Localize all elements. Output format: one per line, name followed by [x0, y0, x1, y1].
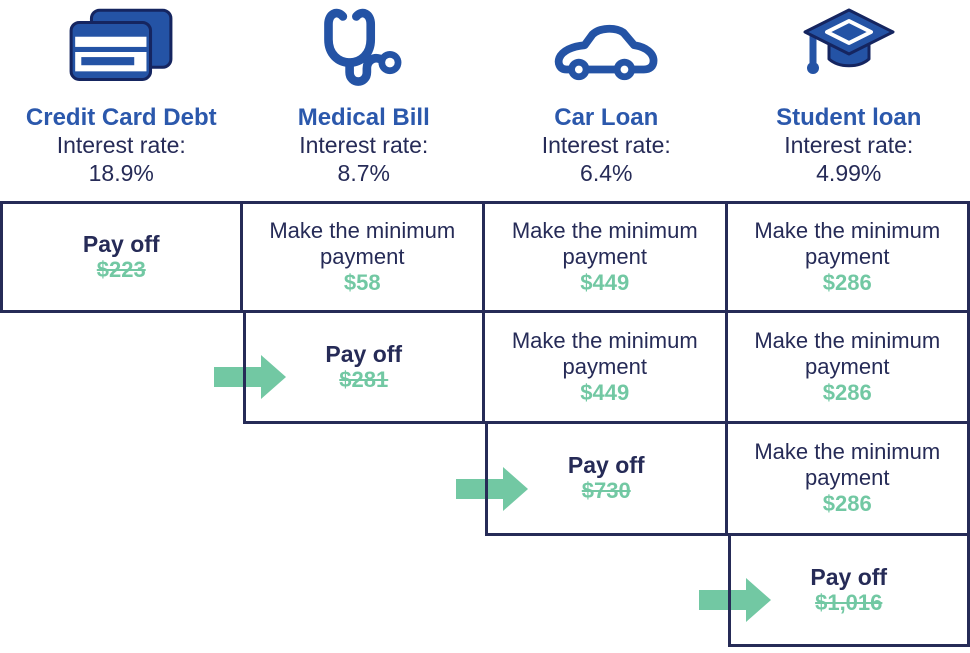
- minimum-payment-amount: $286: [822, 269, 872, 295]
- minimum-payment-amount: $449: [580, 269, 630, 295]
- car-icon: [552, 0, 660, 103]
- payoff-label: Pay off: [810, 563, 888, 590]
- interest-rate-value: 6.4%: [580, 160, 633, 186]
- payoff-cell: Pay off$223: [0, 201, 243, 313]
- minimum-payment-label: Make the minimum: [511, 217, 698, 243]
- minimum-payment-label: Make the minimum: [269, 217, 456, 243]
- interest-rate-value: 8.7%: [337, 160, 390, 186]
- arrow-right-icon: [456, 466, 528, 511]
- minimum-payment-label: payment: [805, 353, 890, 379]
- debt-title: Car Loan: [554, 104, 659, 131]
- debt-title: Student loan: [776, 104, 922, 131]
- graduation-cap-icon: [799, 0, 899, 103]
- stethoscope-icon: [316, 0, 412, 103]
- payoff-label: Pay off: [82, 230, 160, 257]
- minimum-payment-label: Make the minimum: [754, 439, 941, 465]
- minimum-payment-label: payment: [805, 243, 890, 269]
- interest-rate-value: 18.9%: [88, 160, 154, 186]
- debt-column-student-loan: Student loan Interest rate: 4.99%: [728, 0, 970, 201]
- debt-title: Medical Bill: [297, 104, 430, 131]
- interest-rate-label: Interest rate:: [541, 132, 671, 158]
- debt-column-car-loan: Car Loan Interest rate: 6.4%: [485, 0, 728, 201]
- minimum-payment-label: payment: [562, 353, 647, 379]
- minimum-payment-label: payment: [805, 465, 890, 491]
- minimum-payment-amount: $449: [580, 379, 630, 405]
- minimum-payment-amount: $286: [822, 379, 872, 405]
- minimum-payment-label: payment: [562, 243, 647, 269]
- arrow-right-icon: [213, 355, 286, 400]
- payoff-amount: $223: [96, 256, 146, 282]
- minimum-payment-label: Make the minimum: [511, 327, 698, 353]
- debt-header-row: Credit Card Debt Interest rate: 18.9% Me…: [0, 0, 970, 201]
- interest-rate-label: Interest rate:: [56, 132, 186, 158]
- minimum-payment-amount: $286: [822, 491, 872, 517]
- minimum-payment-amount: $58: [343, 269, 381, 295]
- interest-rate-label: Interest rate:: [299, 132, 429, 158]
- debt-title: Credit Card Debt: [25, 104, 217, 131]
- payoff-label: Pay off: [567, 452, 645, 479]
- minimum-payment-label: Make the minimum: [754, 327, 941, 353]
- interest-rate-label: Interest rate:: [784, 132, 914, 158]
- debt-column-medical-bill: Medical Bill Interest rate: 8.7%: [243, 0, 486, 201]
- debt-column-credit-card: Credit Card Debt Interest rate: 18.9%: [0, 0, 243, 201]
- payoff-amount: $281: [339, 366, 389, 392]
- interest-rate-value: 4.99%: [816, 160, 882, 186]
- payoff-amount: $1,016: [815, 589, 883, 615]
- credit-card-icon: [65, 0, 177, 103]
- arrow-right-icon: [698, 578, 771, 623]
- minimum-payment-label: Make the minimum: [754, 217, 941, 243]
- payoff-label: Pay off: [325, 340, 403, 367]
- payoff-amount: $730: [581, 478, 631, 504]
- minimum-payment-label: payment: [320, 243, 405, 269]
